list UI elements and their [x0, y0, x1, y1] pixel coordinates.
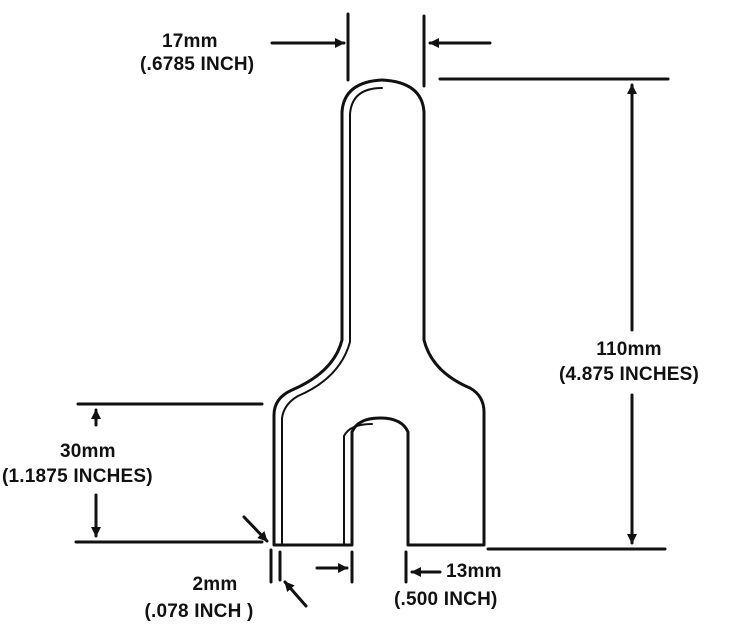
top-width-label: 17mm (.6785 INCH)	[140, 32, 310, 74]
thickness-arrow-top	[242, 515, 269, 543]
thickness-imperial: (.078 INCH )	[144, 601, 254, 622]
slot-width-metric: 13mm	[446, 561, 502, 582]
top-width-imperial: (.6785 INCH)	[140, 54, 255, 75]
slot-depth-metric: 30mm	[60, 441, 116, 462]
overall-length-imperial: (4.875 INCHES)	[558, 364, 700, 385]
overall-length-metric: 110mm	[596, 339, 662, 360]
fork-thickness-contour	[281, 87, 383, 546]
slot-width-imperial: (.500 INCH)	[394, 589, 498, 610]
slot-depth-imperial: (1.1875 INCHES)	[2, 466, 153, 487]
slot-depth-label: 30mm (1.1875 INCHES)	[2, 442, 194, 486]
fork-outline	[272, 78, 486, 547]
thickness-arrow-bottom	[283, 580, 308, 608]
thickness-label: 2mm (.078 INCH )	[124, 575, 274, 621]
thickness-metric: 2mm	[192, 574, 238, 595]
overall-length-label: 110mm (4.875 INCHES)	[536, 340, 722, 384]
top-width-metric: 17mm	[162, 31, 218, 52]
